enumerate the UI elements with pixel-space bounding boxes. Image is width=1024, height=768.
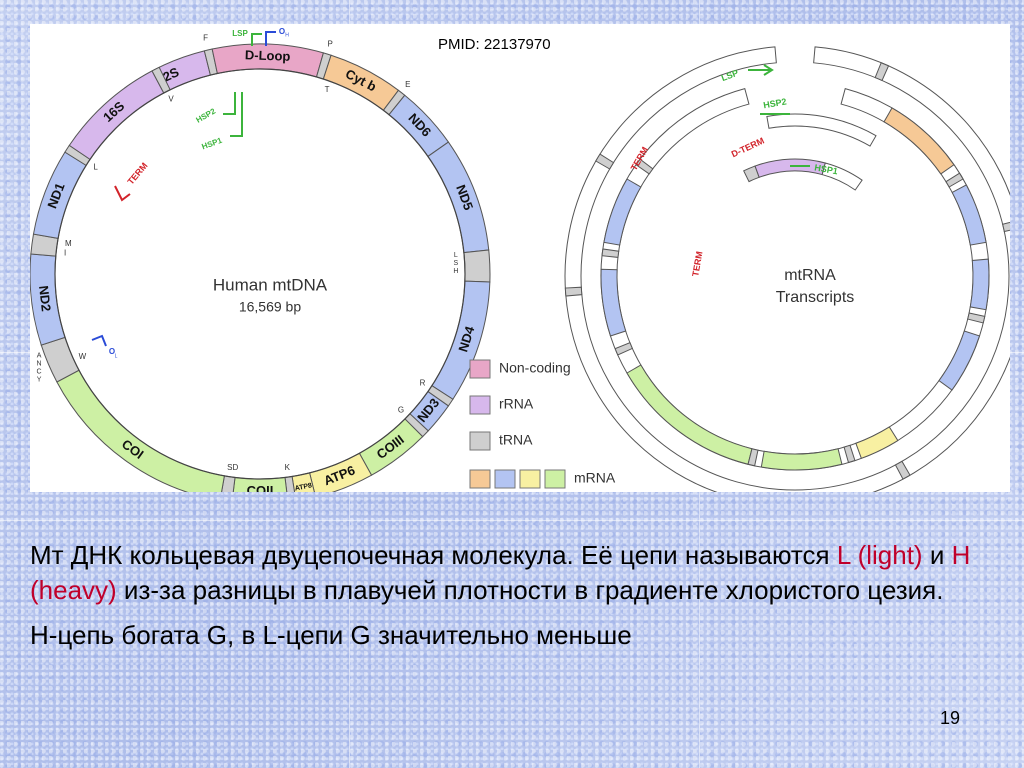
trna-letter-M: M [65, 239, 72, 248]
ol-sub-label: L [115, 353, 118, 359]
legend-noncoding-label: Non-coding [499, 360, 571, 376]
outer-trna-band [894, 460, 911, 480]
trna-letter-E: E [405, 80, 410, 89]
label-coii: COII [247, 483, 274, 492]
trna-letter-F: F [203, 33, 208, 42]
light-strand-term: L (light) [836, 540, 923, 570]
ol-arrow [91, 334, 107, 347]
trna-letter-ANCY: Y [37, 377, 42, 384]
middle-mrna-band [626, 364, 753, 465]
slide-body-text: Мт ДНК кольцевая двуцепочечная молекула.… [30, 538, 990, 663]
oh-sub-label: H [285, 32, 289, 38]
term-marker [114, 185, 131, 202]
trna-letter-L: L [93, 162, 98, 171]
r-hsp2-label: HSP2 [762, 96, 787, 110]
mtdna-title: Human mtDNA [213, 275, 328, 294]
trna-letter-G: G [398, 405, 404, 414]
legend-mrna-swatch [519, 469, 541, 489]
outer-trna-band [595, 153, 615, 170]
transcripts-title-2: Transcripts [776, 289, 855, 306]
middle-mrna-band [951, 184, 987, 246]
segment-coi [56, 369, 225, 492]
legend-trna-swatch [469, 431, 491, 451]
transcript-rrna-tail [821, 162, 863, 191]
oh-label: O [279, 27, 285, 36]
trna-letter-ANCY: N [37, 361, 42, 368]
trna-letter-SD: SD [227, 463, 238, 472]
paragraph-g-content: Н-цепь богата G, в L-цепи G значительно … [30, 620, 632, 650]
middle-trna-band [945, 172, 964, 188]
trna-letter-LSH: L [454, 252, 458, 259]
trna-letter-I: I [64, 249, 66, 258]
legend-mrna-swatch [494, 469, 516, 489]
transcripts-title-1: mtRNA [784, 267, 836, 284]
trna-letter-P: P [327, 40, 332, 49]
transcript-inner-arc [766, 113, 877, 147]
legend-mrna-label: mRNA [574, 470, 616, 486]
transcript-rrna-trna [743, 165, 760, 183]
middle-mrna-band [603, 178, 642, 246]
slide-number: 19 [940, 708, 961, 728]
middle-mrna-band [938, 330, 981, 391]
hsp1-arrow [230, 92, 243, 137]
transcript-outer-ring [564, 46, 1010, 492]
background-gridline [0, 520, 1024, 521]
legend-rrna-swatch [469, 395, 491, 415]
middle-mrna-band [600, 268, 627, 337]
trna-letter-LSH: S [454, 260, 459, 267]
middle-mrna-band [969, 258, 990, 311]
middle-mrna-band [760, 448, 843, 471]
r-hsp1-label: HSP1 [814, 162, 839, 176]
outer-trna-band [564, 286, 583, 297]
trna-letter-ANCY: A [37, 353, 42, 360]
middle-trna-band [635, 158, 654, 175]
middle-trna-band [843, 444, 856, 464]
mtdna-size: 16,569 bp [239, 299, 301, 315]
text-run: Мт ДНК кольцевая двуцепочечная молекула.… [30, 540, 837, 570]
segment-trna-LSH [463, 249, 491, 283]
middle-mrna-band [883, 107, 955, 175]
legend-mrna-swatch [469, 469, 491, 489]
paragraph-strands: Мт ДНК кольцевая двуцепочечная молекула.… [30, 538, 990, 608]
text-run: и [922, 540, 952, 570]
r-lsp-arrowhead [763, 64, 774, 76]
middle-trna-band [614, 342, 634, 356]
mtdna-inner-ring [54, 68, 466, 480]
r-term-inner-label: TERM [690, 250, 704, 277]
middle-trna-band [601, 248, 620, 258]
hsp2-arrow [223, 92, 236, 115]
oh-arrow [265, 31, 276, 46]
legend-rrna-label: rRNA [499, 396, 534, 412]
hsp1-label: HSP1 [201, 136, 224, 152]
trna-letter-LSH: H [453, 268, 458, 275]
lsp-label: LSP [232, 29, 248, 38]
label-atp8: ATP8 [294, 482, 313, 492]
middle-trna-band [967, 312, 986, 324]
legend-noncoding-swatch [469, 359, 491, 379]
ol-label: O [109, 347, 115, 356]
hsp2-label: HSP2 [195, 106, 218, 125]
label-d-loop: D-Loop [245, 47, 291, 64]
trna-letter-R: R [420, 379, 426, 388]
trna-letter-T: T [325, 85, 330, 94]
lsp-arrow [251, 33, 262, 46]
legend-mrna-swatch [544, 469, 566, 489]
outer-trna-band [1002, 221, 1010, 233]
legend-trna-label: tRNA [499, 432, 533, 448]
label-nd2: ND2 [36, 285, 54, 313]
trna-letter-V: V [168, 94, 174, 103]
text-run: из-за разницы в плавучей плотности в гра… [116, 575, 944, 605]
term-label: TERM [125, 161, 149, 187]
r-dterm-label: D-TERM [730, 136, 766, 160]
trna-letter-W: W [79, 352, 87, 361]
heavy-strand-term: H (heavy) [30, 540, 971, 605]
trna-letter-K: K [285, 463, 291, 472]
outer-trna-band [874, 62, 890, 82]
middle-mrna-band [855, 426, 899, 459]
middle-trna-band [747, 448, 759, 467]
pmid-label: PMID: 22137970 [438, 36, 551, 53]
trna-letter-ANCY: C [37, 369, 42, 376]
